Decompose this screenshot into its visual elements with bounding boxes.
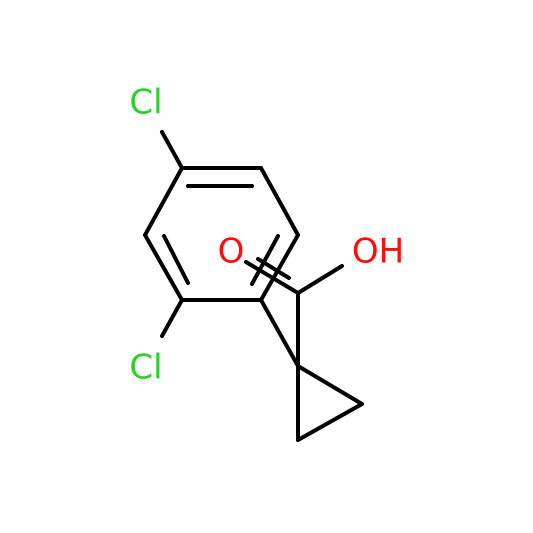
- hydroxyl-label: OH: [352, 232, 404, 272]
- ring-bond-top-left-diagonal: [143, 166, 184, 237]
- bond-to-cl-top: [160, 130, 184, 170]
- ring-bond-top-right: [259, 166, 300, 237]
- cyclopropane-bond-2: [296, 402, 364, 442]
- bond-carboxyl-to-hydroxyl: [296, 264, 344, 295]
- ring-inner-bond-right: [250, 234, 280, 286]
- carbonyl-double-bond-2: [256, 257, 291, 280]
- ring-bond-bottom-left: [143, 233, 184, 302]
- carbonyl-double-bond-1: [244, 260, 300, 295]
- chlorine-label-bottom: Cl: [129, 348, 162, 388]
- bond-to-cl-bottom: [160, 298, 184, 338]
- cyclopropane-bond-1: [296, 364, 364, 406]
- oxygen-label: O: [218, 232, 245, 272]
- bond-ring-to-cyclopropane: [259, 298, 300, 368]
- chlorine-label-top: Cl: [129, 83, 162, 123]
- ring-bond-bottom-right: [259, 233, 300, 302]
- ring-inner-bond-left: [162, 234, 190, 285]
